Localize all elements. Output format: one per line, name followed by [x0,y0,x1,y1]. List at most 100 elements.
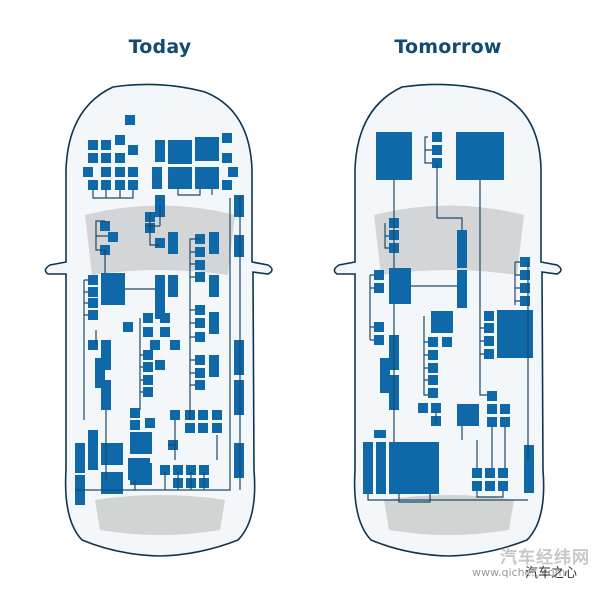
ecu-box [428,350,438,360]
ecu-box [457,230,467,268]
ecu-box [115,153,125,163]
ecu-box [487,417,497,427]
ecu-box [170,340,180,350]
ecu-box [198,410,208,420]
ecu-box [428,375,438,385]
ecu-box [123,322,133,332]
ecu-box [389,268,411,304]
ecu-box [497,310,533,358]
ecu-box [155,360,165,370]
ecu-box [484,311,494,321]
ecu-box [101,472,123,494]
ecu-box [432,132,442,142]
ecu-box [115,180,125,190]
ecu-box [168,232,178,254]
watermark-url: www.qiche...com [472,566,566,579]
ecu-box [363,442,373,494]
ecu-box [150,340,160,350]
ecu-box [88,140,98,150]
ecu-box [101,153,111,163]
ecu-box [212,423,222,433]
ecu-box [195,332,205,342]
title-tomorrow: Tomorrow [394,36,502,58]
ecu-box [195,368,205,378]
ecu-box [173,465,183,475]
ecu-box [155,238,165,248]
ecu-box [128,167,138,177]
ecu-box [88,340,98,350]
ecu-box [485,468,495,478]
ecu-box [170,410,180,420]
ecu-box [101,140,111,150]
car-tomorrow [333,83,562,557]
ecu-box [95,358,105,388]
ecu-box [130,408,140,418]
ecu-box [432,145,442,155]
ecu-box [374,335,384,345]
ecu-box [376,132,412,180]
ecu-box [160,327,170,337]
ecu-box [209,232,219,254]
ecu-box [115,167,125,177]
car-body-outline-today [44,83,273,557]
ecu-box [374,270,384,280]
ecu-box [101,167,111,177]
ecu-box [374,322,384,332]
ecu-box [212,410,222,420]
ecu-box [83,167,93,177]
ecu-box [195,318,205,328]
ecu-box [431,403,441,413]
ecu-box [143,327,153,337]
wiring-today [75,189,241,491]
ecu-box [168,140,192,164]
ecu-box [520,270,530,280]
ecu-box [195,167,219,189]
rear-window-tomorrow [384,495,514,535]
ecu-box [456,132,504,180]
ecu-box [498,468,508,478]
ecu-box [195,355,205,365]
ecu-box [155,297,165,319]
ecu-box [520,257,530,267]
ecu-box [115,135,125,145]
ecu-box [195,247,205,257]
ecu-box [128,145,138,155]
ecu-box [195,305,205,315]
ecu-box [195,260,205,270]
ecu-box [88,310,98,320]
ecu-box [108,232,118,242]
watermark-site: 汽车经纬网 [500,548,590,568]
ecu-box [155,140,165,162]
ecu-box [484,336,494,346]
ecu-box [152,167,162,189]
ecu-box [195,272,205,282]
car-today [44,83,273,557]
ecu-box [130,463,152,485]
ecu-box [199,465,209,475]
ecu-box [143,375,153,385]
rear-window-today [95,495,225,535]
ecu-box [209,312,219,334]
windshield-tomorrow [374,205,524,275]
ecu-box [431,311,453,333]
ecu-box [472,468,482,478]
ecu-box [234,443,244,478]
ecu-box [101,180,111,190]
ecu-box [209,275,219,297]
ecu-box [143,350,153,360]
ecu-box [222,133,232,143]
ecu-box [500,417,510,427]
ecu-box [234,235,244,257]
ecu-box [234,340,244,375]
ecu-box [145,418,155,428]
ecu-box [168,275,178,297]
ecu-box [428,337,438,347]
ecu-box [374,283,384,293]
ecu-box [195,137,219,161]
ecu-box [472,481,482,491]
ecu-box [101,273,125,305]
ecu-box [428,363,438,373]
ecu-boxes-tomorrow [363,132,534,494]
ecu-box [389,442,439,494]
ecu-box [234,195,244,217]
